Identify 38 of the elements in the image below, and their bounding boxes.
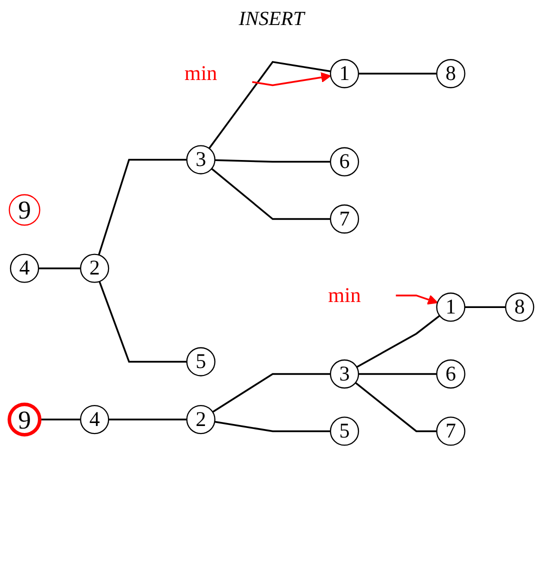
connector bbox=[40, 418, 81, 420]
node-circle: 3 bbox=[330, 359, 360, 389]
connector bbox=[356, 315, 440, 368]
node-text: min bbox=[184, 61, 218, 85]
connector bbox=[358, 72, 437, 74]
node-circle: 7 bbox=[330, 204, 360, 234]
connector bbox=[98, 158, 187, 256]
connector bbox=[211, 168, 330, 220]
node-circle: 9 bbox=[8, 402, 42, 436]
node-circle: 8 bbox=[505, 292, 534, 322]
node-circle: 7 bbox=[436, 416, 466, 446]
connector bbox=[354, 382, 437, 432]
connector bbox=[38, 267, 81, 270]
connector bbox=[108, 418, 187, 420]
connector bbox=[214, 159, 330, 163]
arrow bbox=[396, 294, 438, 305]
node-circle: 6 bbox=[436, 359, 466, 389]
node-circle: 4 bbox=[10, 254, 40, 283]
connector bbox=[208, 61, 331, 149]
node-circle: 1 bbox=[330, 59, 360, 88]
connector bbox=[464, 306, 506, 308]
node-circle: 6 bbox=[330, 147, 360, 176]
node-circle: 8 bbox=[436, 59, 466, 88]
connector bbox=[212, 373, 330, 413]
node-circle: 9 bbox=[8, 194, 40, 226]
connector bbox=[358, 373, 437, 375]
connector bbox=[214, 420, 330, 432]
operation-label: INSERT bbox=[238, 8, 304, 30]
node-circle: 5 bbox=[186, 347, 216, 376]
node-circle: 4 bbox=[80, 404, 110, 434]
node-text: min bbox=[328, 283, 361, 307]
arrow bbox=[252, 72, 332, 86]
node-circle: 3 bbox=[186, 145, 216, 174]
node-circle: 2 bbox=[186, 404, 216, 434]
node-circle: 2 bbox=[80, 254, 110, 283]
node-circle: 5 bbox=[330, 416, 360, 446]
connector bbox=[98, 281, 187, 363]
node-circle: 1 bbox=[436, 292, 466, 322]
